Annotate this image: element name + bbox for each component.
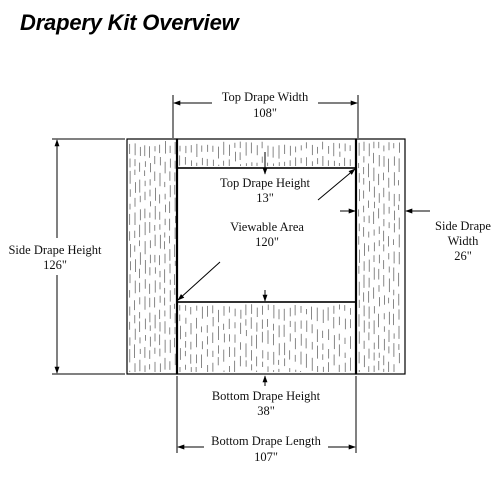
panel-seams (175, 139, 358, 374)
side-drape-height-dimension (52, 138, 125, 375)
viewable-area (179, 170, 354, 300)
top-drape-height-label: Top Drape Height (220, 176, 311, 190)
bottom-drape (176, 301, 357, 375)
side-drape-width-label-line2: Width (448, 234, 479, 248)
bottom-drape-length-value: 107" (254, 450, 278, 464)
top-drape-height-value: 13" (256, 191, 274, 205)
left-side-drape (126, 138, 178, 375)
top-drape-width-dimension (172, 95, 359, 138)
right-side-drape (355, 138, 406, 375)
top-drape-width-label: Top Drape Width (222, 90, 309, 104)
viewable-area-label: Viewable Area (230, 220, 304, 234)
side-drape-width-label-line1: Side Drape (435, 219, 491, 233)
viewable-area-value: 120" (255, 235, 279, 249)
bottom-drape-height-value: 38" (257, 404, 275, 418)
side-drape-height-value: 126" (43, 258, 67, 272)
top-drape (176, 138, 357, 169)
bottom-drape-length-dimension (176, 376, 357, 453)
bottom-drape-length-label: Bottom Drape Length (211, 434, 321, 448)
side-drape-height-label: Side Drape Height (8, 243, 102, 257)
page-title: Drapery Kit Overview (20, 10, 239, 35)
top-drape-width-value: 108" (253, 106, 277, 120)
side-drape-width-value: 26" (454, 249, 472, 263)
bottom-drape-height-label: Bottom Drape Height (212, 389, 321, 403)
viewable-area-diagonal (177, 168, 356, 301)
